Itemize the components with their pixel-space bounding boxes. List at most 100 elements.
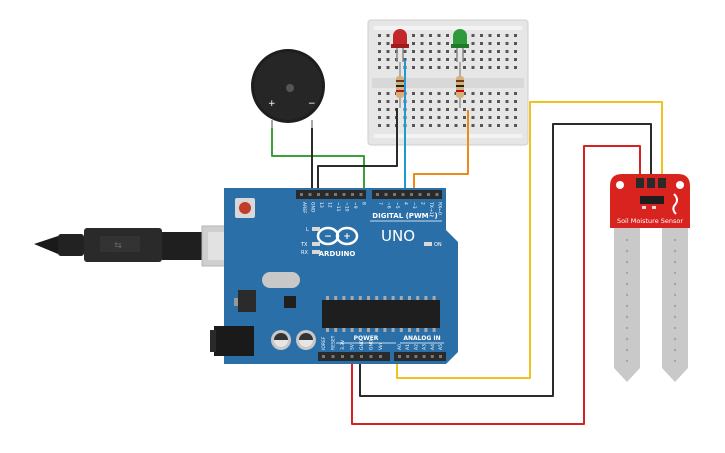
tx-label: TX: [300, 242, 308, 248]
breadboard-hole: [471, 92, 475, 95]
chip-pin: [375, 296, 379, 300]
voltage-regulator: [238, 290, 256, 312]
header-pin: [430, 355, 434, 358]
top-pin-label: ~11: [335, 202, 341, 212]
chip-pin: [424, 328, 428, 332]
breadboard-hole: [454, 124, 458, 127]
chip-pin: [375, 328, 379, 332]
breadboard-hole: [420, 92, 424, 95]
chip-pin: [391, 328, 395, 332]
top-pin-label: ~3: [411, 202, 417, 209]
header-top-left: [296, 190, 366, 199]
breadboard-hole: [403, 58, 407, 61]
breadboard-hole: [480, 50, 483, 53]
top-pin-label: 12: [327, 202, 333, 208]
breadboard-hole: [505, 58, 509, 61]
power-pin-label: GND: [359, 339, 365, 350]
power-pin-label: Vin: [378, 343, 384, 350]
breadboard-hole: [420, 108, 424, 111]
breadboard-hole: [429, 66, 432, 69]
header-pin: [414, 355, 418, 358]
prong-dot: [673, 238, 677, 242]
breadboard-hole: [378, 92, 381, 95]
breadboard-hole: [497, 50, 500, 53]
breadboard-hole: [429, 108, 432, 111]
breadboard-hole: [412, 116, 415, 119]
power-pin-label: IOREF: [321, 336, 327, 350]
breadboard-hole: [514, 66, 517, 69]
top-pin-label: AREF: [301, 202, 307, 214]
header-pin: [401, 193, 405, 196]
breadboard-hole: [463, 116, 466, 119]
breadboard-hole: [488, 108, 492, 111]
breadboard-hole: [471, 42, 475, 45]
prong-dot: [673, 315, 677, 319]
prong-dot: [673, 271, 677, 275]
digital-label: DIGITAL (PWM~): [372, 212, 437, 220]
buzzer-plus-label: +: [268, 99, 276, 109]
breadboard-hole: [514, 108, 517, 111]
model-label: UNO: [381, 227, 415, 245]
breadboard-hole: [446, 116, 449, 119]
header-pin: [376, 193, 379, 196]
power-label: POWER: [354, 335, 379, 342]
breadboard-hole: [488, 124, 492, 127]
top-pin-label: 4: [403, 202, 409, 205]
breadboard-hole: [378, 124, 381, 127]
chip-pin: [383, 296, 387, 300]
power-pin-label: 5V: [350, 343, 356, 350]
header-pin: [427, 193, 430, 196]
breadboard-hole: [454, 100, 458, 103]
breadboard-hole: [446, 42, 449, 45]
prong-dot: [673, 348, 677, 352]
power-jack: [214, 326, 254, 356]
prong-dot: [673, 337, 677, 341]
breadboard-hole: [420, 124, 424, 127]
power-pin-label: RESET: [331, 335, 337, 350]
prong-dot: [625, 315, 629, 319]
chip-pin: [326, 328, 329, 332]
breadboard-hole: [497, 34, 500, 37]
breadboard-hole: [463, 124, 466, 127]
prong-dot: [673, 304, 677, 308]
breadboard-hole: [505, 66, 509, 69]
breadboard-hole: [412, 58, 415, 61]
header-pin: [439, 355, 442, 358]
chip-pin: [326, 296, 329, 300]
top-pin-label: GND: [310, 202, 316, 213]
breadboard-hole: [378, 58, 381, 61]
prong-dot: [625, 326, 629, 330]
prong-dot: [625, 282, 629, 286]
breadboard-hole: [437, 58, 441, 61]
breadboard-hole: [446, 50, 449, 53]
power-pin-label: GND: [369, 339, 375, 350]
breadboard-hole: [488, 116, 492, 119]
breadboard-hole: [514, 50, 517, 53]
power-pin-label: 3.3V: [340, 339, 346, 350]
breadboard-hole: [412, 124, 415, 127]
breadboard-hole: [497, 42, 500, 45]
breadboard-hole: [446, 124, 449, 127]
chip-pin: [408, 296, 411, 300]
breadboard-hole: [497, 92, 500, 95]
breadboard-hole: [446, 66, 449, 69]
prong-dot: [673, 359, 677, 363]
breadboard-hole: [395, 66, 398, 69]
prong-dot: [673, 260, 677, 264]
prong-dot: [625, 304, 629, 308]
analog-pin-label: A0: [397, 344, 403, 350]
breadboard-hole: [429, 116, 432, 119]
chip-pin: [358, 328, 362, 332]
header-pin: [418, 193, 422, 196]
green-led: [451, 29, 469, 62]
breadboard-hole: [480, 58, 483, 61]
breadboard-hole: [505, 42, 509, 45]
header-pin: [410, 193, 413, 196]
piezo-buzzer: + −: [251, 49, 325, 128]
analog-label: ANALOG IN: [403, 335, 440, 342]
breadboard-hole: [420, 58, 424, 61]
chip-pin: [334, 296, 338, 300]
header-pin: [351, 193, 354, 196]
top-pin-label: ~5: [394, 202, 400, 209]
